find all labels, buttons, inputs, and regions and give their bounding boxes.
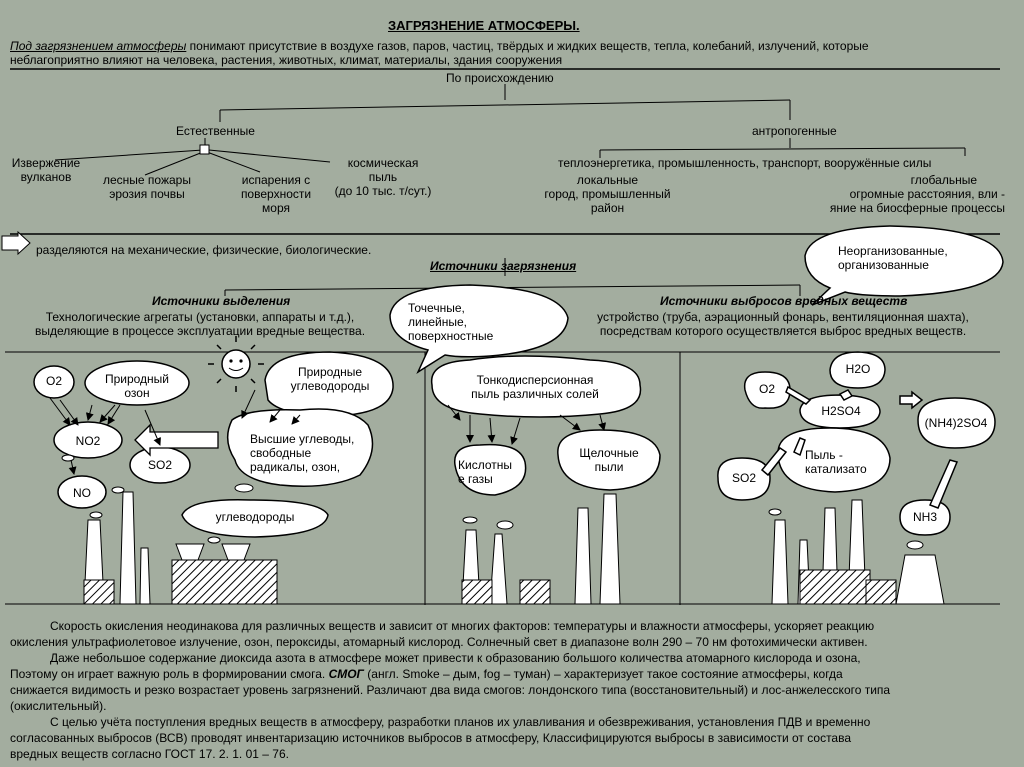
definition-line-2: неблагоприятно влияют на человека, расте…: [10, 53, 563, 67]
emission-sources-text: устройство (труба, аэрационный фонарь, в…: [597, 310, 969, 338]
anthropogenic-label: антропогенные: [752, 124, 837, 138]
bullet-arrow-icon: [1, 230, 31, 256]
p1-no2-label: NO2: [75, 434, 101, 448]
page-title: ЗАГРЯЗНЕНИЕ АТМОСФЕРЫ.: [388, 18, 580, 33]
origin-tree-lines: [54, 84, 966, 176]
bubble-org-shape: [804, 225, 1004, 306]
panel3-drawing: [717, 351, 996, 605]
p3-h2so4-label: H2SO4: [821, 404, 861, 418]
p1-hydrocarbons: углеводороды: [215, 510, 295, 524]
p1-no-label: NO: [73, 486, 91, 500]
p1-so2-label: SO2: [147, 458, 172, 472]
p3-dust-catalyst: Пыль -катализато: [805, 448, 867, 476]
anthropogenic-sources: теплоэнергетика, промышленность, транспо…: [558, 156, 932, 170]
bubble-org-types: Неорганизованные,организованные: [838, 244, 948, 272]
p3-ammonium-sulfate: (NH4)2SO4: [924, 416, 988, 430]
release-sources-text: Технологические агрегаты (установки, апп…: [34, 310, 366, 338]
footer-text: Скорость окисления неодинакова для разли…: [10, 619, 891, 761]
definition-term: Под загрязнением атмосферы: [10, 39, 187, 53]
natural-label: Естественные: [176, 124, 255, 138]
sources-title: Источники загрязнения: [430, 259, 577, 273]
release-sources-title: Источники выделения: [152, 294, 291, 308]
origin-label: По происхождению: [446, 71, 554, 85]
bubble-point-types: Точечные,линейные,поверхностные: [408, 301, 494, 343]
p3-o2-label: O2: [758, 382, 775, 396]
bubble-point-shape: [389, 284, 569, 374]
p3-nh3-label: NH3: [912, 510, 937, 524]
panel1-drawing: [33, 336, 394, 605]
division-text: разделяются на механические, физические,…: [36, 243, 372, 257]
p3-so2-label: SO2: [731, 471, 756, 485]
p3-h2o-label: H2O: [845, 362, 871, 376]
panel2-drawing: [430, 355, 661, 605]
emission-sources-title: Источники выбросов вредных веществ: [660, 294, 908, 308]
definition-line-1: Под загрязнением атмосферы понимают прис…: [10, 39, 869, 53]
p1-o2-label: O2: [45, 374, 62, 388]
smog-term: СМОГ: [328, 667, 364, 681]
definition-text: понимают присутствие в воздухе газов, па…: [186, 39, 869, 53]
